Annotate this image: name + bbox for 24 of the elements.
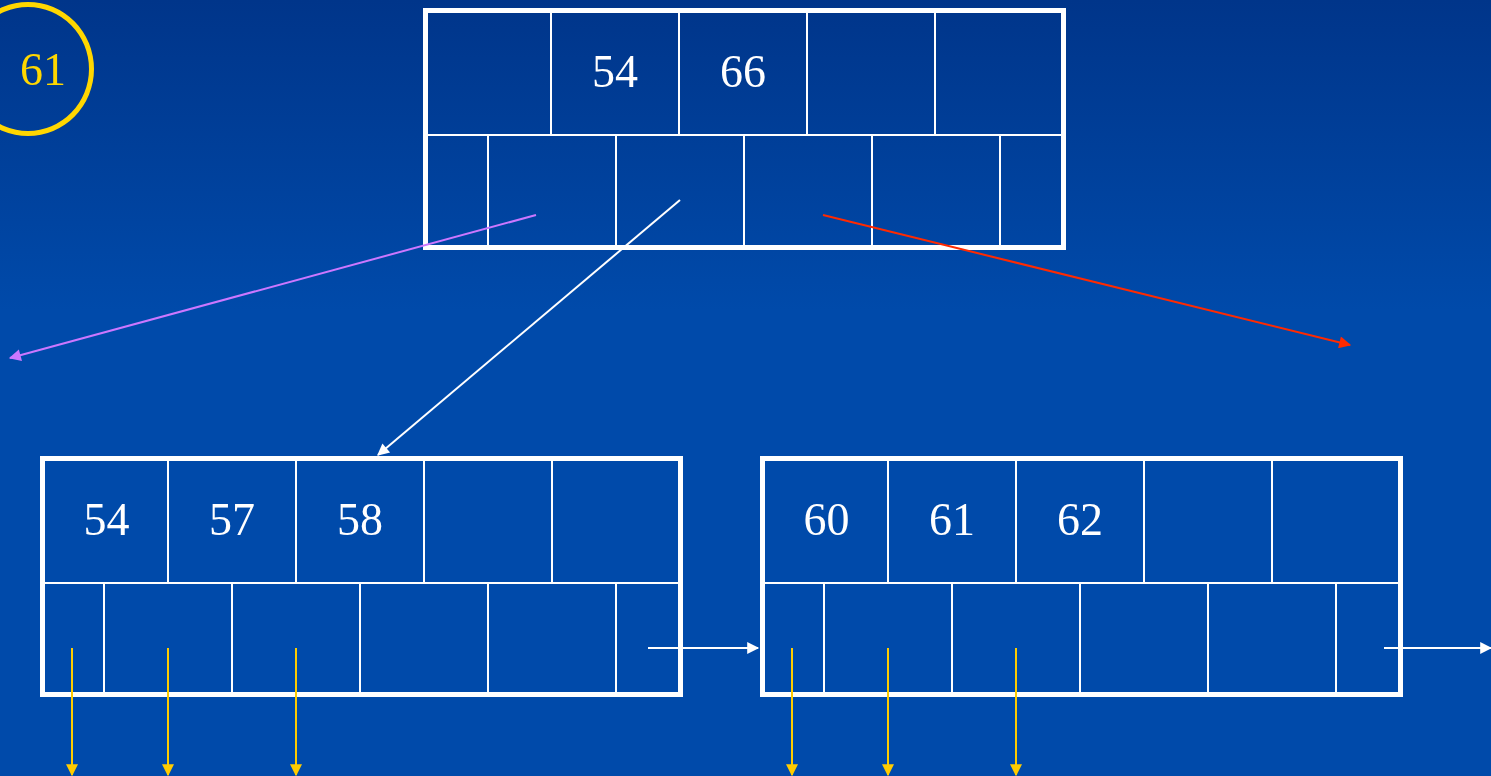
tree-node-box (760, 456, 1403, 697)
key-value: 66 (719, 48, 767, 95)
pointer-arrow (647, 642, 760, 654)
key-value: 61 (928, 496, 976, 543)
pointer-arrow (290, 647, 302, 776)
key-value: 60 (802, 496, 851, 543)
pointer-arrow (786, 647, 798, 776)
pointer-arrow (1383, 642, 1491, 654)
key-value: 58 (336, 496, 384, 543)
pointer-arrow (66, 647, 78, 776)
pointer-arrow (162, 647, 174, 776)
pointer-arrow (1010, 647, 1022, 776)
tree-node-box (40, 456, 683, 697)
key-value: 61 (19, 42, 66, 96)
key-value: 54 (591, 48, 639, 95)
key-value: 54 (82, 496, 131, 543)
pointer-arrow (8, 214, 537, 361)
pointer-arrow (822, 214, 1352, 349)
key-value: 62 (1056, 496, 1104, 543)
tree-node-box (423, 8, 1066, 250)
pointer-arrow (882, 647, 894, 776)
pointer-arrow (377, 199, 681, 456)
highlight-circle (0, 2, 94, 136)
key-value: 57 (208, 496, 256, 543)
